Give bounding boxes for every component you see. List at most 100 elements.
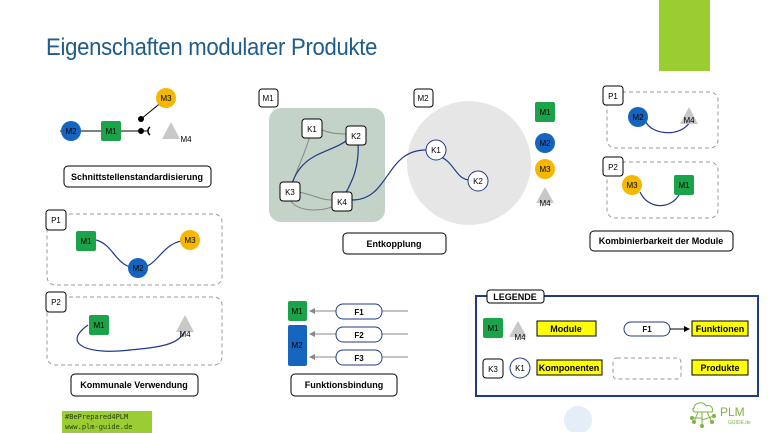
component-k2 <box>345 125 367 146</box>
section-kommunal: P1 P2 M1 M2 M3 M1 M4 Kommunale Verwendun… <box>45 209 223 397</box>
module-m4-label: M4 <box>683 116 695 125</box>
module-m1-area <box>269 108 385 222</box>
caption-entkopplung: Entkopplung <box>367 239 422 249</box>
product-p1-frame <box>606 91 719 149</box>
component-k3 <box>279 181 301 202</box>
module-m3 <box>180 230 200 250</box>
caption-box <box>342 232 447 255</box>
footer-hashtag: #BePrepared4PLM www.plm-guide.de <box>62 411 152 433</box>
legend-funktionen-box <box>691 320 749 337</box>
legend-funktionen-label: Funktionen <box>696 324 745 334</box>
function-f2-label: F2 <box>354 331 364 340</box>
module-m4 <box>536 187 554 203</box>
product-p1-label: P1 <box>608 92 618 101</box>
component-k2b <box>467 170 489 192</box>
legend-komponenten-box <box>536 359 603 376</box>
legend-produkte-label: Produkte <box>700 363 739 373</box>
module-m4 <box>162 122 180 139</box>
product-p2-frame <box>46 296 223 366</box>
component-k1b <box>425 139 447 161</box>
module-m1 <box>288 301 307 321</box>
module-m2-badge <box>413 88 434 108</box>
legend: LEGENDE M1 M4 Module F1 Funktionen K3 K1… <box>475 289 759 397</box>
module-m1 <box>76 231 96 251</box>
caption-funktion: Funktionsbindung <box>305 380 383 390</box>
caption-box <box>589 230 734 252</box>
product-p1-label: P1 <box>51 216 61 225</box>
component-k2b-label: K2 <box>473 177 483 186</box>
legend-product-frame <box>612 357 682 380</box>
component-k2-label: K2 <box>351 132 361 141</box>
module-m3 <box>156 88 176 108</box>
module-m1 <box>101 121 121 141</box>
legend-k3-label: K3 <box>488 365 498 374</box>
footer-url[interactable]: www.plm-guide.de <box>65 423 133 431</box>
section-schnittstelle: M2 M1 M3 M4 Schnittstellenstandardisieru… <box>60 88 212 188</box>
arrowhead <box>309 331 315 337</box>
component-k1b-label: K1 <box>431 146 441 155</box>
module-m1-label: M1 <box>262 94 274 103</box>
module-m3-label: M3 <box>184 236 196 245</box>
hashtag-text: #BePrepared4PLM <box>65 413 129 421</box>
module-m4 <box>176 315 194 332</box>
module-m1-label: M1 <box>105 127 117 136</box>
function-f1-label: F1 <box>354 308 364 317</box>
product-p2-label: P2 <box>608 163 618 172</box>
connector-line <box>644 119 691 134</box>
module-m2-label: M2 <box>65 127 77 136</box>
legend-komponenten-label: Komponenten <box>539 363 600 373</box>
component-k1 <box>301 118 323 139</box>
module-m2 <box>61 121 81 141</box>
legend-module-box <box>536 320 597 337</box>
legend-module-m4 <box>509 321 527 337</box>
legend-frame <box>475 295 759 397</box>
legend-component-k3 <box>482 358 504 379</box>
module-m3-label: M3 <box>160 94 172 103</box>
component-k3-label: K3 <box>285 188 295 197</box>
product-p1-badge <box>602 85 624 106</box>
product-p1-badge <box>45 209 67 231</box>
module-m1 <box>535 102 555 122</box>
module-m1-label: M1 <box>678 181 690 190</box>
module-m2 <box>128 258 148 278</box>
module-m3 <box>622 175 642 195</box>
product-p2-label: P2 <box>51 298 61 307</box>
legend-k1-label: K1 <box>515 364 525 373</box>
module-m4-label: M4 <box>539 199 551 208</box>
logo-sub-text: GUIDE.de <box>728 420 751 426</box>
arrowhead <box>309 354 315 360</box>
connector-line <box>289 137 351 191</box>
module-m1 <box>89 315 109 335</box>
connector-line <box>297 191 333 201</box>
legend-title: LEGENDE <box>493 292 537 302</box>
arrowhead <box>309 308 315 314</box>
legend-module-label: Module <box>550 324 582 334</box>
product-p2-badge <box>602 156 624 177</box>
interface-socket-arc <box>147 126 151 136</box>
section-funktion: M1 M2 F1 F2 F3 Funktionsbindung <box>288 301 408 397</box>
legend-m1-label: M1 <box>487 324 499 333</box>
product-p2-frame <box>606 161 719 219</box>
module-m4-label: M4 <box>179 330 191 339</box>
component-k1-label: K1 <box>307 125 317 134</box>
network-icon <box>690 402 716 428</box>
page-title: Eigenschaften modularer Produkte <box>46 34 378 61</box>
module-m3-label: M3 <box>539 165 551 174</box>
module-m2-label: M2 <box>132 264 144 273</box>
caption-schnittstelle: Schnittstellenstandardisierung <box>71 172 203 182</box>
module-m1-label: M1 <box>80 237 92 246</box>
connector-line <box>639 191 681 207</box>
legend-f1-label: F1 <box>642 325 652 334</box>
plm-guide-logo: PLM GUIDE.de <box>690 402 751 428</box>
legend-component-k1 <box>509 357 531 379</box>
module-m2 <box>535 133 555 153</box>
legend-m4-label: M4 <box>514 333 526 342</box>
arrowhead <box>684 326 690 332</box>
interface-plug <box>138 128 144 134</box>
function-f2 <box>335 326 383 343</box>
module-m3 <box>535 159 555 179</box>
module-m4-label: M4 <box>180 135 192 144</box>
module-m1-badge <box>258 88 279 108</box>
module-m1 <box>674 175 694 195</box>
function-f1 <box>335 303 383 320</box>
